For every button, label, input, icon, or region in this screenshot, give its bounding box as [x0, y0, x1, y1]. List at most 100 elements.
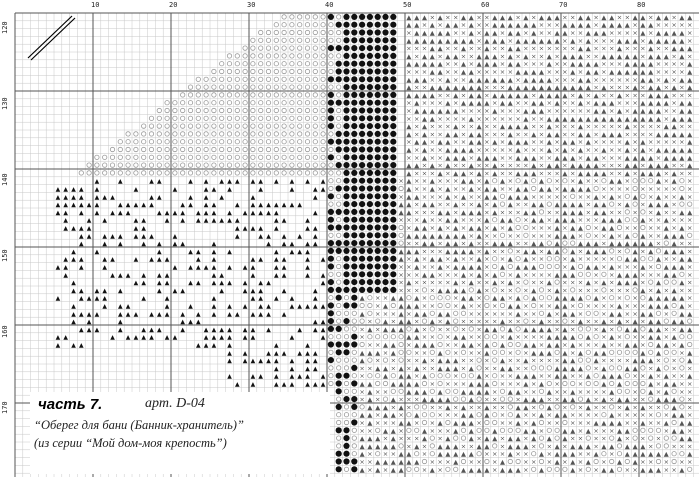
stitch-symbol: × — [437, 146, 442, 154]
stitch-symbol — [655, 263, 662, 270]
stitch-symbol — [125, 131, 131, 137]
stitch-symbol: × — [617, 193, 622, 201]
stitch-symbol: ▲ — [227, 280, 232, 287]
stitch-symbol — [297, 84, 303, 90]
stitch-symbol — [359, 224, 366, 231]
stitch-symbol — [554, 256, 560, 262]
stitch-symbol: × — [445, 224, 450, 232]
stitch-symbol: ▲ — [523, 255, 528, 263]
stitch-symbol — [366, 279, 373, 286]
stitch-symbol — [327, 45, 334, 52]
stitch-symbol — [327, 154, 334, 161]
stitch-symbol: ▲ — [672, 271, 677, 279]
stitch-symbol: ▲ — [656, 208, 661, 216]
stitch-symbol: ▲ — [469, 91, 474, 99]
stitch-symbol — [484, 427, 490, 433]
stitch-symbol: ▲ — [391, 435, 396, 443]
stitch-symbol: ▲ — [71, 342, 76, 349]
stitch-symbol: × — [547, 450, 552, 458]
stitch-symbol: ▲ — [173, 186, 178, 193]
stitch-symbol: ▲ — [305, 358, 310, 365]
stitch-symbol: ▲ — [594, 294, 599, 302]
stitch-symbol — [289, 154, 295, 160]
stitch-symbol — [374, 201, 381, 208]
stitch-symbol: × — [570, 325, 575, 333]
stitch-symbol: ▲ — [180, 319, 185, 326]
stitch-symbol: ▲ — [445, 162, 450, 170]
stitch-symbol — [172, 131, 178, 137]
stitch-symbol: × — [593, 84, 598, 92]
stitch-symbol — [343, 29, 350, 36]
stitch-symbol — [687, 232, 693, 238]
stitch-symbol: ▲ — [367, 411, 372, 419]
stitch-symbol: ▲ — [422, 60, 427, 68]
stitch-symbol — [265, 53, 272, 59]
stitch-symbol: ▲ — [531, 435, 536, 443]
stitch-symbol — [679, 357, 685, 363]
stitch-symbol — [336, 29, 342, 36]
stitch-symbol: ▲ — [383, 364, 388, 372]
stitch-symbol — [429, 326, 435, 332]
stitch-symbol: × — [547, 45, 552, 53]
stitch-symbol: × — [687, 458, 692, 466]
stitch-symbol: × — [523, 240, 528, 248]
stitch-symbol — [335, 286, 342, 293]
stitch-symbol: × — [656, 388, 661, 396]
stitch-symbol: × — [500, 450, 505, 458]
stitch-symbol — [211, 131, 217, 137]
stitch-symbol: ▲ — [102, 194, 107, 201]
stitch-symbol: ▲ — [547, 162, 552, 170]
stitch-symbol — [663, 435, 669, 441]
stitch-symbol — [655, 310, 662, 316]
stitch-symbol: ▲ — [648, 99, 653, 107]
ruler-top-label: 20 — [169, 1, 178, 9]
stitch-symbol — [226, 107, 233, 114]
stitch-symbol: ▲ — [157, 209, 162, 216]
stitch-symbol — [234, 92, 240, 98]
stitch-symbol: ▲ — [562, 169, 567, 177]
stitch-symbol — [593, 310, 599, 316]
stitch-symbol — [390, 162, 397, 169]
stitch-symbol: × — [601, 68, 606, 76]
stitch-symbol: × — [531, 388, 536, 396]
stitch-symbol: × — [547, 357, 552, 365]
stitch-symbol: ▲ — [469, 419, 474, 427]
stitch-symbol — [421, 412, 428, 418]
stitch-symbol: ▲ — [102, 256, 107, 263]
stitch-symbol — [203, 170, 209, 176]
stitch-symbol: ▲ — [664, 216, 669, 224]
stitch-symbol: ▲ — [625, 232, 630, 240]
stitch-symbol: × — [461, 29, 466, 37]
stitch-symbol — [366, 247, 373, 254]
stitch-symbol: ▲ — [63, 225, 68, 232]
stitch-symbol: × — [648, 208, 653, 216]
stitch-symbol: × — [664, 208, 669, 216]
stitch-symbol: ▲ — [87, 311, 92, 318]
stitch-symbol — [382, 271, 389, 278]
stitch-symbol: ▲ — [258, 233, 263, 240]
stitch-symbol — [351, 60, 358, 67]
stitch-symbol — [398, 224, 404, 231]
stitch-symbol — [226, 162, 233, 168]
stitch-symbol — [351, 68, 358, 75]
stitch-symbol: × — [437, 240, 442, 248]
stitch-symbol: ▲ — [633, 60, 638, 68]
stitch-symbol: ▲ — [570, 115, 575, 123]
stitch-symbol — [242, 76, 248, 82]
stitch-symbol: × — [640, 318, 645, 326]
stitch-symbol: × — [570, 177, 575, 185]
stitch-symbol: ▲ — [586, 162, 591, 170]
stitch-symbol: ▲ — [687, 357, 692, 365]
stitch-symbol — [359, 255, 366, 262]
stitch-symbol: ▲ — [516, 294, 521, 302]
stitch-symbol: × — [664, 84, 669, 92]
stitch-symbol: × — [601, 302, 606, 310]
stitch-symbol: × — [476, 341, 481, 349]
stitch-symbol — [258, 84, 264, 90]
stitch-symbol — [585, 310, 591, 316]
stitch-symbol — [374, 154, 381, 161]
stitch-symbol: × — [664, 45, 669, 53]
stitch-symbol: ▲ — [492, 37, 497, 45]
stitch-symbol: × — [375, 388, 380, 396]
stitch-symbol: × — [687, 123, 692, 131]
